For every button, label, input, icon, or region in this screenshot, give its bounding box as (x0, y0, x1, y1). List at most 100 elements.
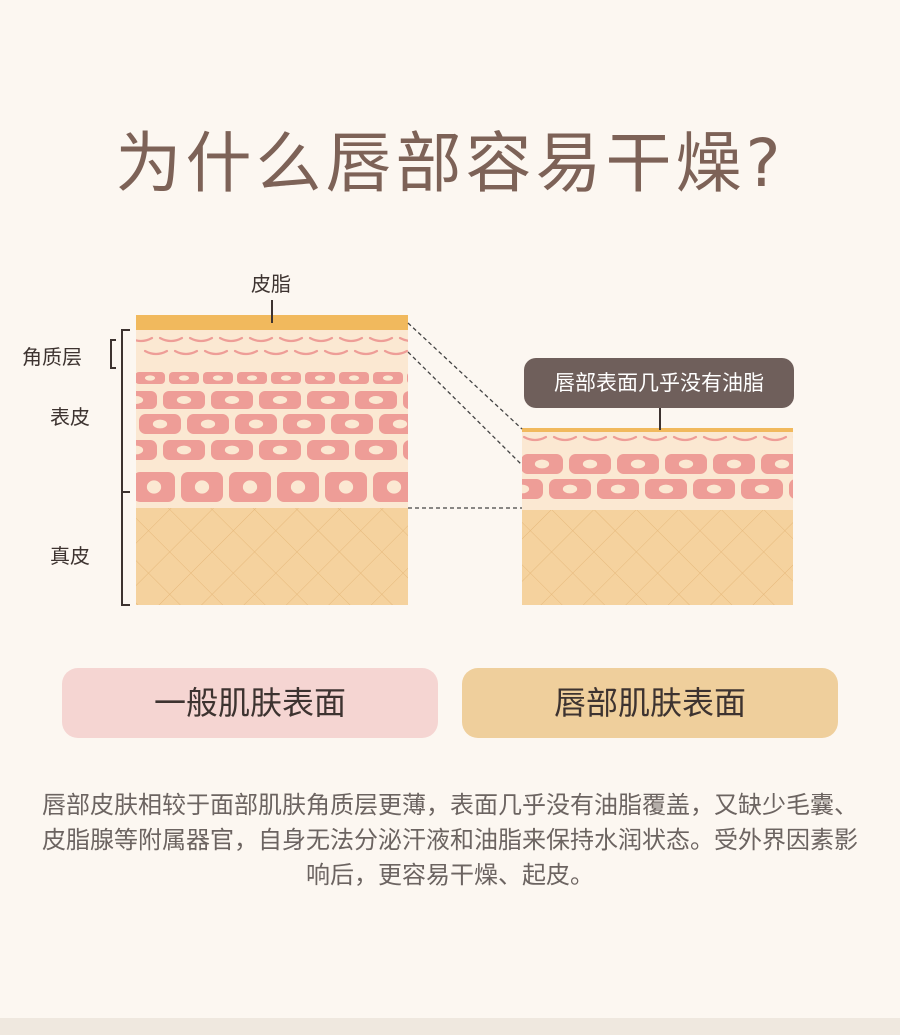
cell-nucleus (200, 419, 216, 429)
cell-nucleus (272, 445, 288, 455)
scale-mark (278, 336, 304, 343)
normal-skin-caption: 一般肌肤表面 (62, 668, 438, 738)
scale-mark (143, 349, 169, 356)
cell-nucleus (290, 480, 306, 494)
cell-nucleus (248, 419, 264, 429)
epidermis-label: 表皮 (50, 405, 90, 429)
cell-nucleus (242, 480, 258, 494)
scale-mark (368, 336, 394, 343)
dermis-label: 真皮 (50, 544, 90, 568)
cell-nucleus (382, 375, 394, 381)
cell-nucleus (212, 375, 224, 381)
scale-mark (762, 435, 788, 442)
cell-nucleus (726, 459, 742, 469)
sebum-label: 皮脂 (251, 272, 291, 296)
skin-cell (421, 472, 463, 502)
cell-nucleus (368, 445, 384, 455)
cell-nucleus (320, 445, 336, 455)
skin-cell (136, 391, 157, 409)
scale-mark (552, 435, 578, 442)
scale-mark (233, 349, 259, 356)
cell-nucleus (178, 375, 190, 381)
normal-skin-stratum-corneum (136, 336, 437, 356)
normal-skin-dermis (136, 508, 408, 605)
cell-nucleus (348, 375, 360, 381)
epidermis-bracket (121, 329, 130, 493)
scale-mark (522, 435, 548, 442)
scale-mark (308, 336, 334, 343)
cell-nucleus (176, 445, 192, 455)
cell-nucleus (441, 420, 455, 429)
cell-nucleus (582, 459, 598, 469)
dashed-connectors (407, 322, 523, 509)
cell-nucleus (314, 375, 326, 381)
scale-mark (792, 436, 793, 438)
lip-skin-cells (522, 454, 851, 499)
scale-mark (398, 336, 408, 342)
normal-skin-cells (136, 372, 469, 502)
scale-mark (323, 349, 349, 356)
cell-nucleus (152, 419, 168, 429)
scale-mark (293, 349, 319, 356)
cell-nucleus (774, 459, 790, 469)
scale-mark (702, 435, 728, 442)
cell-nucleus (522, 484, 530, 494)
skin-cell (427, 414, 469, 434)
cell-nucleus (562, 484, 578, 494)
cell-nucleus (224, 396, 240, 404)
cell-nucleus (678, 459, 694, 469)
description-text: 唇部皮肤相较于面部肌肤角质层更薄，表面几乎没有油脂覆盖，又缺少毛囊、皮脂腺等附属… (42, 791, 858, 889)
scale-mark (642, 435, 668, 442)
scale-mark (582, 435, 608, 442)
cell-nucleus (296, 419, 312, 429)
skin-cell (809, 454, 851, 474)
cell-nucleus (136, 445, 144, 455)
cell-nucleus (706, 484, 722, 494)
cell-nucleus (417, 396, 431, 404)
scale-mark (158, 336, 184, 343)
cell-nucleus (176, 396, 192, 404)
scale-mark (218, 336, 244, 343)
cell-nucleus (272, 396, 288, 404)
skin-cell (136, 440, 157, 460)
lip-skin-surface (522, 428, 793, 432)
scale-mark (263, 349, 289, 356)
cell-nucleus (435, 480, 449, 493)
lip-skin-caption: 唇部肌肤表面 (462, 668, 838, 738)
cell-nucleus (224, 445, 240, 455)
cell-nucleus (386, 480, 402, 494)
skin-cell (522, 479, 543, 499)
cell-nucleus (417, 446, 431, 455)
lip-skin-block (522, 428, 851, 605)
cell-nucleus (630, 459, 646, 469)
stratum-corneum-label: 角质层 (22, 345, 82, 369)
cell-nucleus (803, 485, 817, 494)
lip-no-oil-callout: 唇部表面几乎没有油脂 (524, 358, 794, 408)
cell-nucleus (246, 375, 258, 381)
cell-nucleus (658, 484, 674, 494)
cell-nucleus (534, 459, 550, 469)
layer-brackets (110, 329, 130, 606)
skin-diagram (110, 300, 851, 606)
scale-mark (338, 336, 364, 343)
scale-mark (248, 336, 274, 343)
scale-mark (612, 435, 638, 442)
cell-nucleus (136, 396, 144, 404)
scale-mark (188, 336, 214, 343)
skin-cell (403, 440, 408, 460)
cell-nucleus (144, 375, 156, 381)
cell-nucleus (368, 396, 384, 404)
bottom-strip (0, 1018, 900, 1035)
cell-nucleus (194, 480, 210, 494)
cell-nucleus (754, 484, 770, 494)
scale-mark (415, 351, 437, 354)
normal-skin-block (136, 315, 469, 605)
scale-mark (136, 336, 154, 343)
scale-mark (203, 349, 229, 356)
skin-cell (407, 373, 408, 383)
cell-nucleus (610, 484, 626, 494)
cell-nucleus (320, 396, 336, 404)
stratum-corneum-bracket (110, 339, 116, 369)
scale-mark (672, 435, 698, 442)
scale-mark (732, 435, 758, 442)
